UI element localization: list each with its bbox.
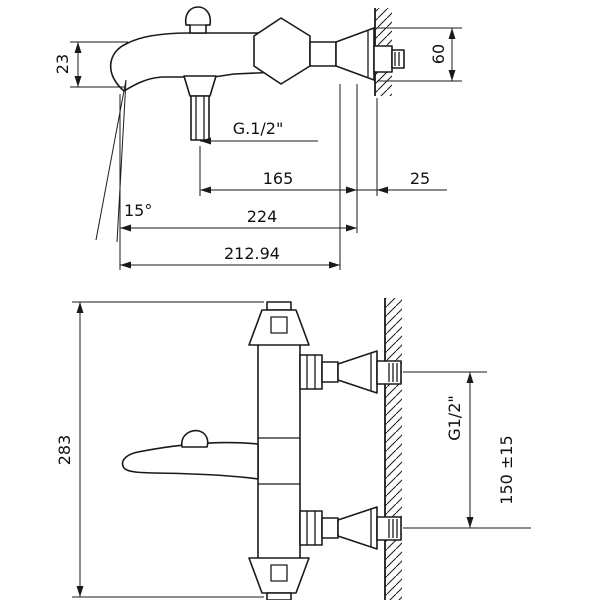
dim-224: 224 bbox=[119, 94, 357, 270]
arrowhead bbox=[76, 302, 84, 313]
upper-inlet-union bbox=[299, 350, 402, 394]
dim-label-212-94: 212.94 bbox=[224, 244, 280, 263]
lower-inlet-union bbox=[299, 506, 402, 550]
cartridge-hex-housing bbox=[253, 17, 311, 85]
hose-collar bbox=[183, 75, 217, 97]
wall-connector bbox=[309, 41, 337, 67]
dim-label-23: 23 bbox=[53, 54, 72, 74]
arrowhead bbox=[76, 586, 84, 597]
diverter-knob bbox=[184, 6, 212, 34]
front-view: 283 G1/2" 150 ±15 bbox=[54, 298, 531, 600]
arrowhead bbox=[466, 372, 474, 383]
union-nut bbox=[299, 354, 323, 390]
dim-212-94: 212.94 bbox=[120, 84, 341, 270]
arrowhead bbox=[346, 224, 357, 232]
dim-overall-length: 283 bbox=[54, 301, 264, 598]
dim-label-165: 165 bbox=[263, 169, 294, 188]
dim-165-and-25: 165 25 bbox=[199, 84, 447, 233]
wall-nipple-nut bbox=[373, 45, 393, 73]
arrowhead bbox=[74, 76, 82, 87]
handle-top-cap bbox=[266, 301, 292, 311]
union-pipe bbox=[321, 361, 339, 383]
handle-top-bell bbox=[248, 309, 310, 346]
arrowhead bbox=[74, 42, 82, 53]
arrowhead bbox=[200, 137, 211, 145]
spout-front-profile bbox=[121, 441, 259, 480]
handle-top-inset bbox=[270, 316, 288, 334]
arrowhead bbox=[377, 186, 388, 194]
dim-label-60: 60 bbox=[429, 44, 448, 64]
dim-escutcheon-diameter: 60 bbox=[377, 27, 462, 82]
spout-body-outline bbox=[109, 32, 281, 92]
arrowhead bbox=[120, 224, 131, 232]
handle-bottom-inset bbox=[270, 564, 288, 582]
wall-nipple-thread bbox=[391, 49, 405, 69]
wall-escutcheon-cone bbox=[335, 27, 375, 81]
arrowhead bbox=[466, 517, 474, 528]
wall-escutcheon-cone bbox=[337, 350, 378, 394]
dim-inlet-centers: G1/2" 150 ±15 bbox=[403, 371, 531, 529]
faucet-body-tube bbox=[257, 339, 301, 563]
faucet-side-view bbox=[109, 6, 405, 141]
top-view: 23 60 G.1/2" 165 25 bbox=[52, 6, 462, 270]
handle-bottom-bell bbox=[248, 557, 310, 594]
dim-label-25: 25 bbox=[410, 169, 430, 188]
hose-connection-stub bbox=[190, 95, 210, 141]
hose-thread-callout: G.1/2" bbox=[200, 118, 318, 145]
arrowhead bbox=[329, 261, 340, 269]
dim-label-150: 150 ±15 bbox=[497, 435, 516, 504]
faucet-front-view bbox=[121, 301, 402, 600]
wall-escutcheon-cone bbox=[337, 506, 378, 550]
arrowhead bbox=[346, 186, 357, 194]
thread-label-g12: G.1/2" bbox=[233, 119, 284, 138]
dim-label-224: 224 bbox=[247, 207, 278, 226]
handle-bottom-cap bbox=[266, 592, 292, 600]
union-pipe bbox=[321, 517, 339, 539]
arrowhead bbox=[448, 70, 456, 81]
angle-label-15: 15° bbox=[124, 201, 152, 220]
dim-spout-tip-height: 23 bbox=[52, 41, 128, 88]
arrowhead bbox=[200, 186, 211, 194]
wall-section-front bbox=[384, 298, 402, 600]
thread-label-g12-front: G1/2" bbox=[445, 395, 464, 441]
arrowhead bbox=[448, 28, 456, 39]
diverter-nub bbox=[181, 429, 209, 448]
dim-spout-angle: 15° bbox=[95, 79, 154, 243]
union-nut bbox=[299, 510, 323, 546]
dim-label-283: 283 bbox=[55, 435, 74, 466]
arrowhead bbox=[120, 261, 131, 269]
